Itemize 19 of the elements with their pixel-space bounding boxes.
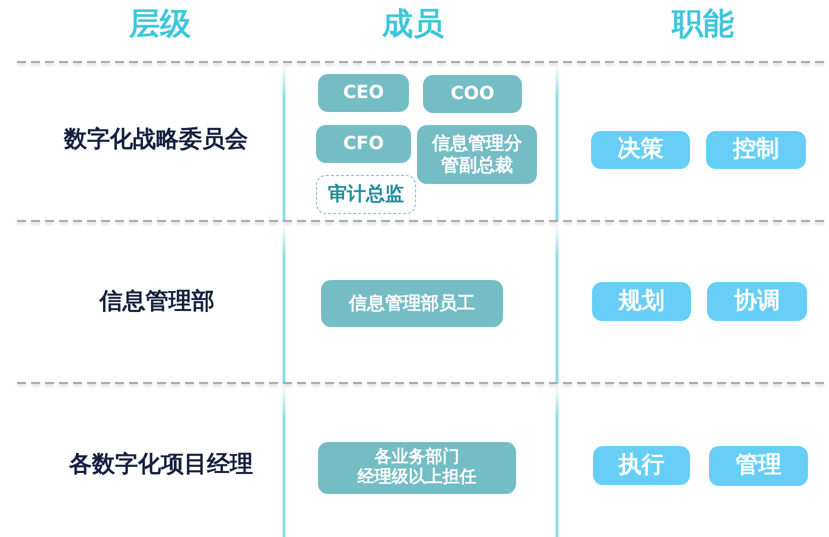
row-heading: 信息管理部 xyxy=(100,289,214,315)
column-heading: 成员 xyxy=(382,6,444,42)
function-box: 控制 xyxy=(706,131,806,169)
member-box: CEO xyxy=(318,74,409,112)
dashed-member-box: 审计总监 xyxy=(316,175,416,214)
function-box: 规划 xyxy=(592,282,691,321)
member-box: CFO xyxy=(316,125,411,163)
function-box: 协调 xyxy=(707,282,807,321)
function-box: 执行 xyxy=(593,446,690,485)
row-heading: 各数字化项目经理 xyxy=(69,452,253,478)
column-heading: 层级 xyxy=(129,6,191,42)
function-box: 管理 xyxy=(709,446,808,486)
function-box: 决策 xyxy=(591,131,690,169)
member-box: 信息管理分管副总裁 xyxy=(417,125,537,184)
member-box: 各业务部门经理级以上担任 xyxy=(318,442,516,494)
member-box: 信息管理部员工 xyxy=(321,280,503,327)
member-box: COO xyxy=(423,75,522,113)
row-heading: 数字化战略委员会 xyxy=(64,127,248,153)
column-heading: 职能 xyxy=(672,6,734,42)
